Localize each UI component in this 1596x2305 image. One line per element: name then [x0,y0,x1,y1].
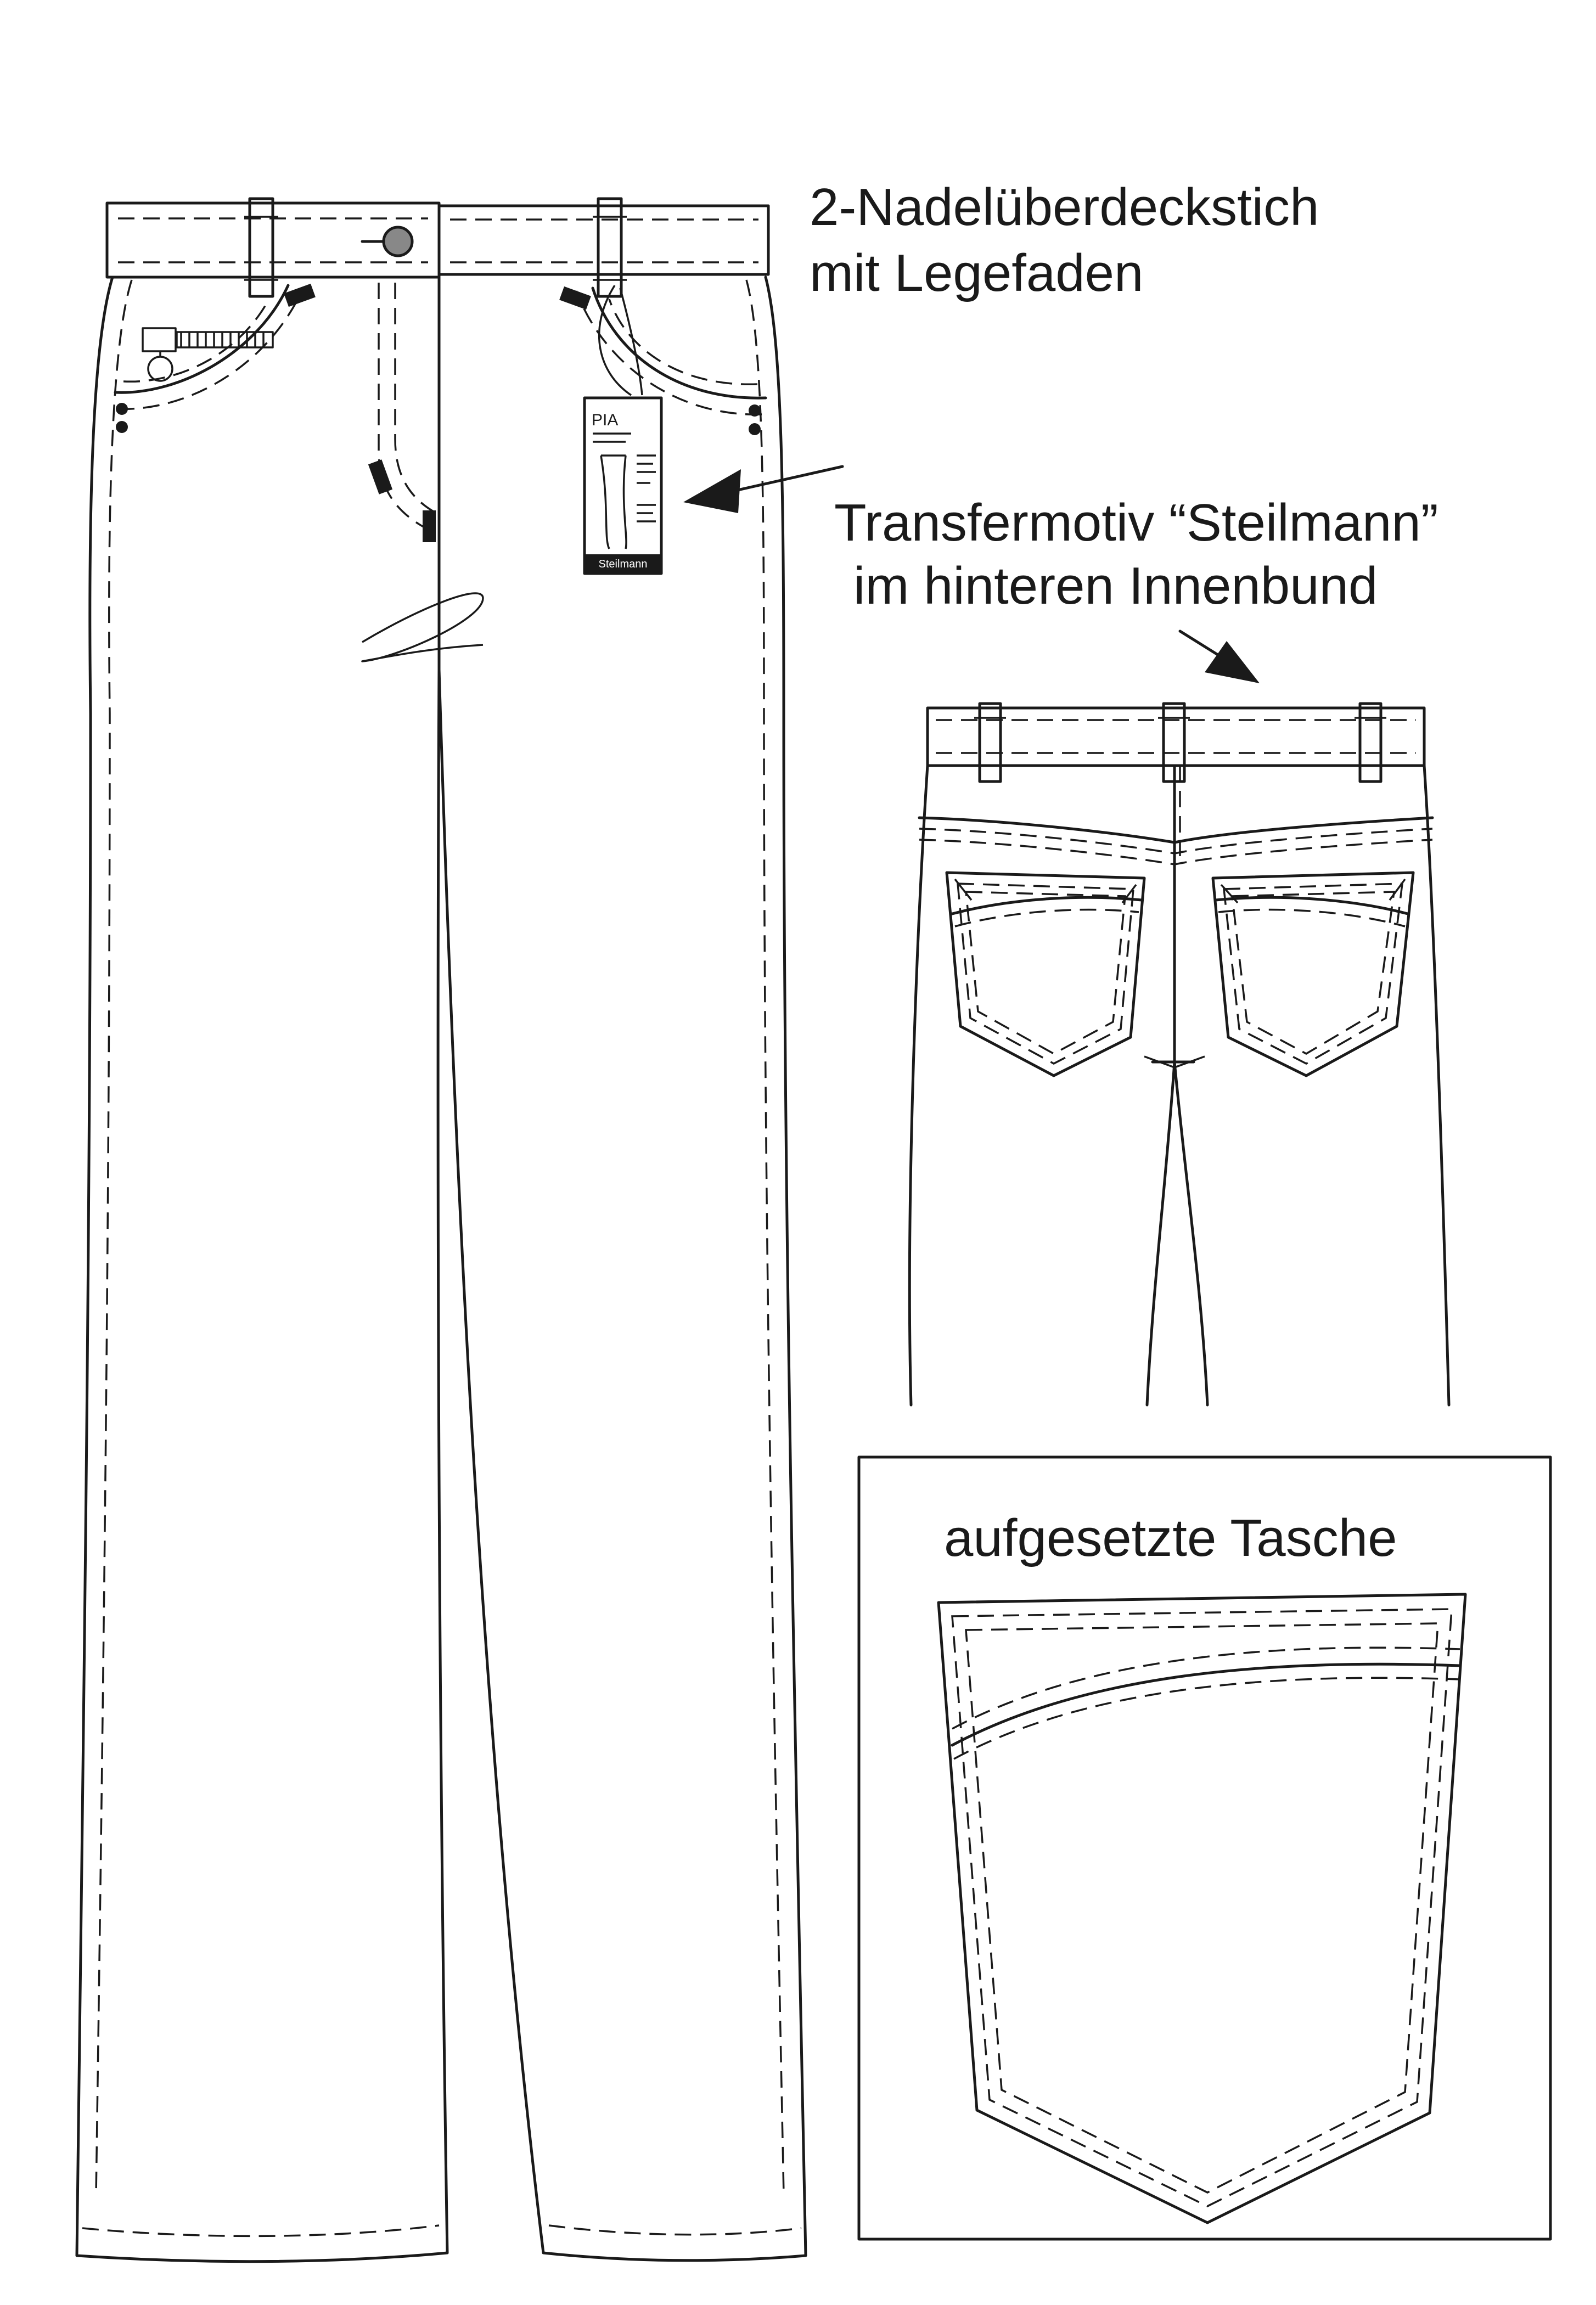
side-seam-stitch-left [95,279,133,2196]
hang-tag-name: PIA [592,411,618,429]
break-line-symbol [361,592,484,662]
pocket-detail-title: aufgesetzte Tasche [944,1509,1397,1567]
hem-stitch-left [82,2224,440,2237]
back-inseam [1145,1060,1209,1407]
stitch-annotation-line-2: mit Legefaden [810,244,1143,302]
front-belt-loop-left [244,197,278,298]
front-pocket-right [559,286,767,435]
back-belt-loop-left [974,702,1006,783]
back-pocket-right [1211,871,1415,1077]
stitch-annotation-line-1: 2-Nadelüberdeckstich [810,178,1319,237]
front-pocket-left [114,283,316,433]
pocket-detail-panel: aufgesetzte Tasche [857,1455,1552,2241]
stitch-pointer-arrow-icon [683,465,844,513]
front-belt-loop-right [593,197,627,298]
hang-tag-brand: Steilmann [599,558,648,570]
front-waistband [105,201,770,279]
patch-pocket-detail [937,1593,1467,2224]
coin-pocket-zipper-icon [142,327,274,382]
back-outline [908,764,1451,1407]
transfer-pointer-arrow-icon [1178,629,1260,683]
back-view [908,702,1451,1407]
transfer-annotation-line-1: Transfermotiv “Steilmann” [834,493,1438,552]
fly [368,276,441,674]
front-outline [75,276,807,2263]
waistband-button-icon [361,226,414,257]
transfer-annotation-line-2: im hinteren Innenbund [853,556,1378,615]
back-pocket-left [945,871,1146,1077]
front-view: PIA Steilmann [75,197,807,2263]
side-seam-stitch-right [745,279,785,2196]
hang-tag: PIA Steilmann [583,285,663,575]
hem-stitch-right [548,2224,802,2236]
back-belt-loop-right [1355,702,1386,783]
